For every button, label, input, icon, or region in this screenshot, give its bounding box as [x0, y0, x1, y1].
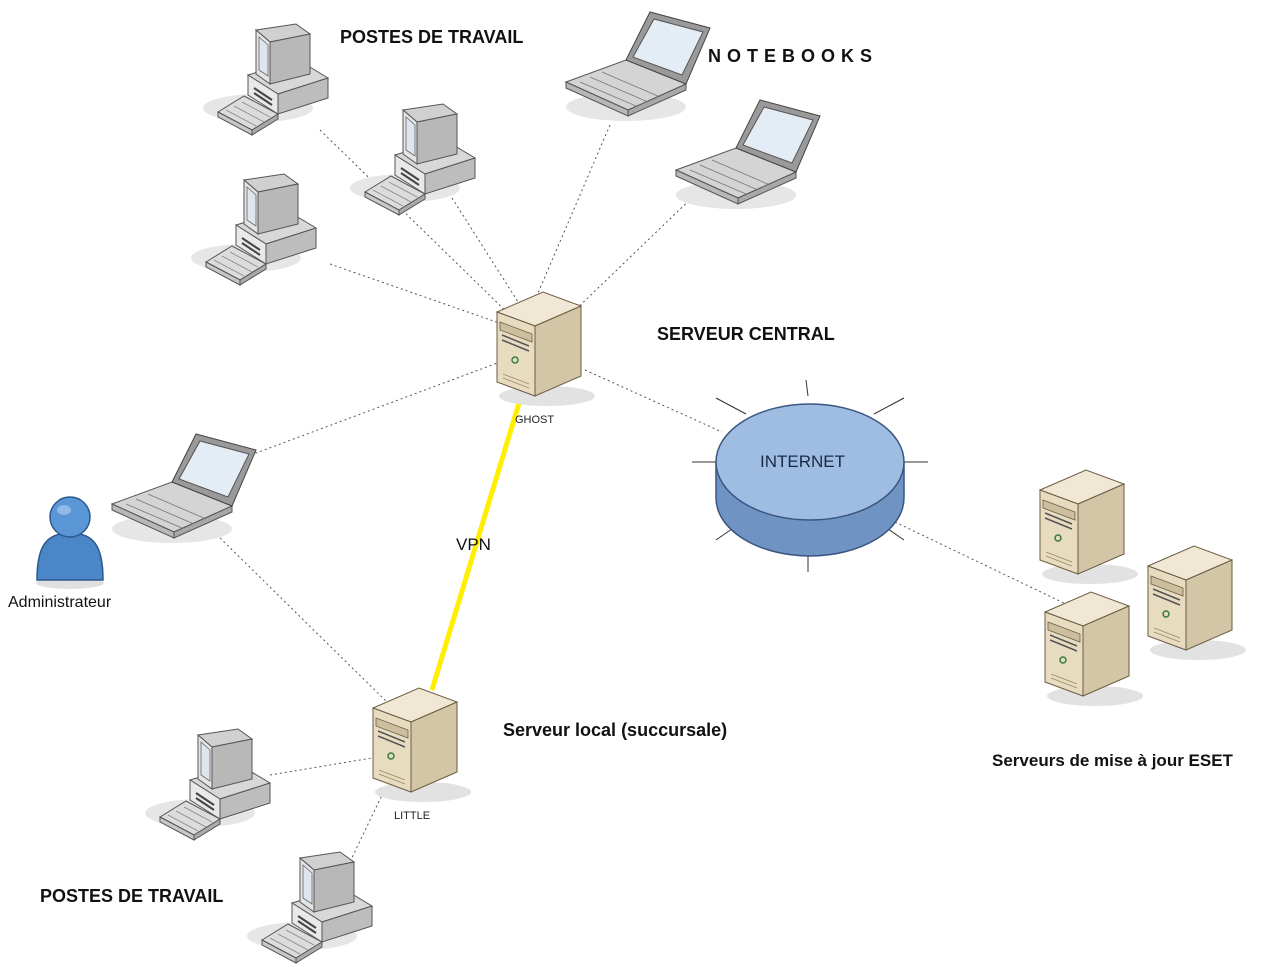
ghost-label: GHOST	[515, 414, 555, 426]
notebooks-label: NOTEBOOKS	[708, 46, 879, 66]
laptop-icon	[675, 99, 821, 210]
workstations-top-label: POSTES DE TRAVAIL	[340, 27, 524, 47]
internet-cloud-icon	[692, 379, 928, 572]
user-icon	[36, 496, 104, 589]
server-tower-icon	[496, 291, 596, 407]
administrator-label: Administrateur	[8, 594, 112, 611]
internet-label: INTERNET	[760, 452, 845, 471]
desktop-computer-icon	[246, 851, 373, 964]
network-links	[219, 124, 1069, 867]
update-servers-label: Serveurs de mise à jour ESET	[992, 751, 1233, 770]
vpn-link	[429, 399, 523, 691]
desktop-computer-icon	[190, 173, 317, 286]
laptop-icon	[111, 433, 257, 544]
local-server-label: Serveur local (succursale)	[503, 720, 728, 740]
vpn-label: VPN	[456, 535, 491, 554]
laptop-icon	[565, 11, 711, 122]
server-tower-icon	[372, 687, 472, 803]
desktop-computer-icon	[144, 728, 271, 841]
central-server-label: SERVEUR CENTRAL	[657, 324, 835, 344]
little-label: LITTLE	[394, 810, 431, 822]
desktop-computer-icon	[349, 103, 476, 216]
desktop-computer-icon	[202, 23, 329, 136]
server-tower-icon	[1044, 591, 1144, 707]
server-tower-icon	[1039, 469, 1139, 585]
server-tower-icon	[1147, 545, 1247, 661]
workstations-bottom-label: POSTES DE TRAVAIL	[40, 886, 224, 906]
